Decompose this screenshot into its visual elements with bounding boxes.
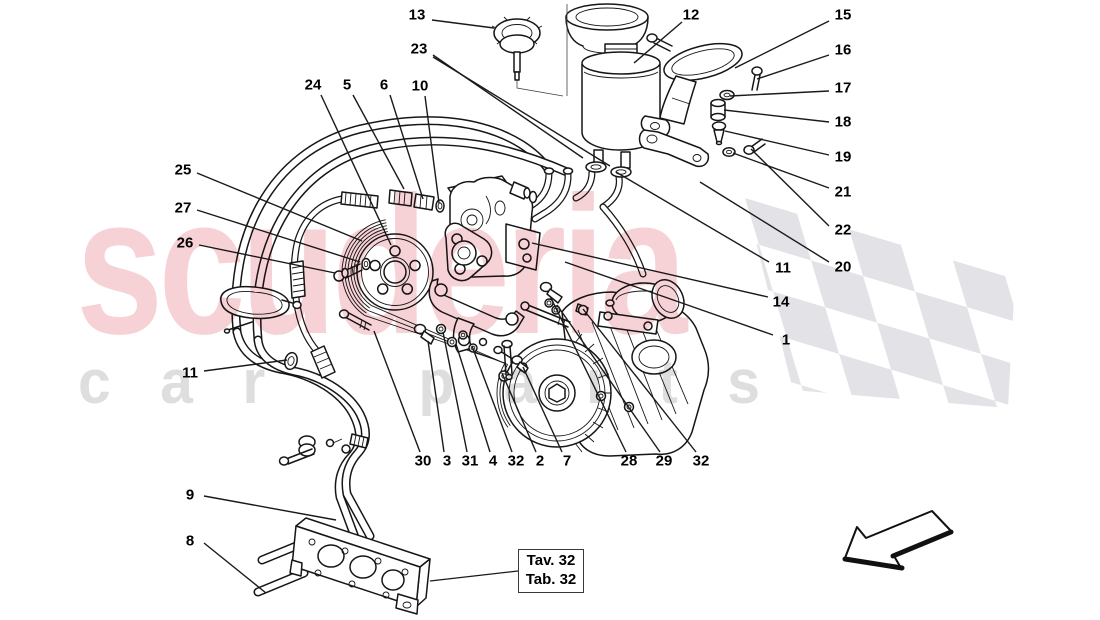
- part-label-7: 7: [562, 452, 572, 470]
- part-label-19: 19: [834, 148, 852, 166]
- filler-cap-drawing: [491, 4, 568, 97]
- clamp-bracket-drawing: [638, 33, 766, 168]
- part-label-15: 15: [834, 6, 852, 24]
- tav-box-leader: [429, 570, 519, 582]
- part-label-6: 6: [379, 76, 389, 94]
- part-label-3: 3: [442, 452, 452, 470]
- part-label-17: 17: [834, 79, 852, 97]
- part-label-2: 2: [535, 452, 545, 470]
- reservoir-drawing: [565, 3, 661, 178]
- part-label-24: 24: [304, 76, 322, 94]
- oil-cooler-drawing: [253, 433, 431, 615]
- part-label-31: 31: [461, 452, 479, 470]
- strap-clamp-drawing: [220, 285, 302, 334]
- part-label-26: 26: [176, 234, 194, 252]
- part-label-18: 18: [834, 113, 852, 131]
- part-label-5: 5: [342, 76, 352, 94]
- part-label-22: 22: [834, 221, 852, 239]
- drive-belt: [341, 219, 511, 428]
- part-label-9: 9: [185, 486, 195, 504]
- part-label-23: 23: [410, 40, 428, 58]
- part-label-1: 1: [781, 331, 791, 349]
- direction-arrow: [842, 510, 954, 571]
- tab-line: Tab. 32: [525, 570, 577, 588]
- part-label-29: 29: [655, 452, 673, 470]
- hose-fitting-drawing: [340, 189, 445, 213]
- part-label-28: 28: [620, 452, 638, 470]
- steering-pump-drawing: [444, 175, 541, 282]
- part-label-21: 21: [834, 183, 852, 201]
- part-label-32: 32: [507, 452, 525, 470]
- part-label-27: 27: [174, 199, 192, 217]
- part-label-11: 11: [182, 364, 198, 382]
- part-label-30: 30: [414, 452, 432, 470]
- ps-pulley-drawing: [356, 233, 434, 311]
- pulley-bolt-drawing: [333, 257, 371, 282]
- part-label-25: 25: [174, 161, 192, 179]
- part-label-13: 13: [408, 6, 426, 24]
- part-label-14: 14: [772, 293, 790, 311]
- leader-lines: [196, 19, 830, 594]
- part-label-4: 4: [488, 452, 498, 470]
- part-label-20: 20: [834, 258, 852, 276]
- part-label-11: 11: [775, 259, 791, 277]
- part-label-8: 8: [185, 532, 195, 550]
- tav-reference-box: Tav. 32 Tab. 32: [518, 549, 584, 593]
- part-label-10: 10: [411, 77, 429, 95]
- checkered-flag: [745, 198, 1015, 408]
- part-label-12: 12: [682, 6, 700, 24]
- part-label-32: 32: [692, 452, 710, 470]
- part-label-16: 16: [834, 41, 852, 59]
- tav-line: Tav. 32: [526, 552, 576, 569]
